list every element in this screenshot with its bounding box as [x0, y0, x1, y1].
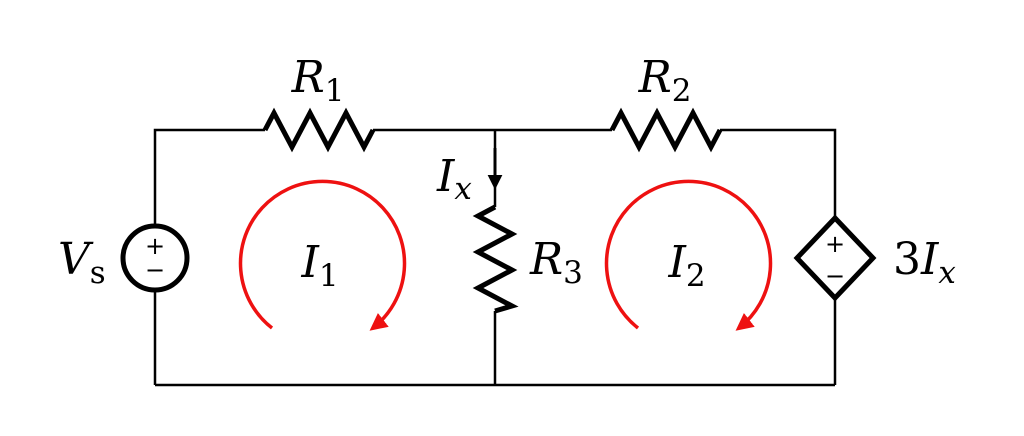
resistor-r3: R3	[472, 204, 583, 314]
mesh-i2-label: I2	[667, 237, 705, 294]
resistor-r2-zigzag	[609, 107, 723, 153]
resistor-r1-zigzag	[262, 107, 376, 153]
mesh-i1-arc-arrow	[238, 179, 407, 331]
wire-left-top	[153, 128, 265, 226]
mesh-i1-label: I1	[300, 237, 338, 294]
resistor-r3-zigzag	[472, 204, 519, 314]
vs-minus-sign: −	[145, 256, 165, 284]
mesh-current-i2: I2	[604, 179, 773, 331]
resistor-r1: R1	[262, 52, 376, 153]
ix-current-label: Ix	[436, 151, 472, 207]
resistor-r2-label: R2	[638, 52, 692, 109]
dep-plus-sign: +	[825, 230, 845, 258]
dep-minus-sign: −	[825, 262, 845, 290]
resistor-r1-label: R1	[291, 52, 345, 109]
wires	[153, 128, 837, 387]
wire-right-top	[720, 128, 837, 220]
mesh-current-i1: I1	[238, 179, 407, 331]
ix-branch-current: Ix	[436, 148, 503, 207]
dependent-source-3ix: + − 3Ix	[793, 214, 956, 302]
voltage-source-vs: + − Vs	[58, 223, 190, 293]
dependent-source-diamond	[793, 214, 877, 302]
vs-label: Vs	[58, 234, 106, 291]
resistor-r2: R2	[609, 52, 723, 153]
dep-source-label: 3Ix	[893, 234, 956, 291]
vs-plus-sign: +	[145, 232, 165, 260]
voltage-source-circle	[120, 223, 190, 293]
resistor-r3-label: R3	[529, 234, 583, 291]
mesh-i2-arc-arrow	[604, 179, 773, 331]
